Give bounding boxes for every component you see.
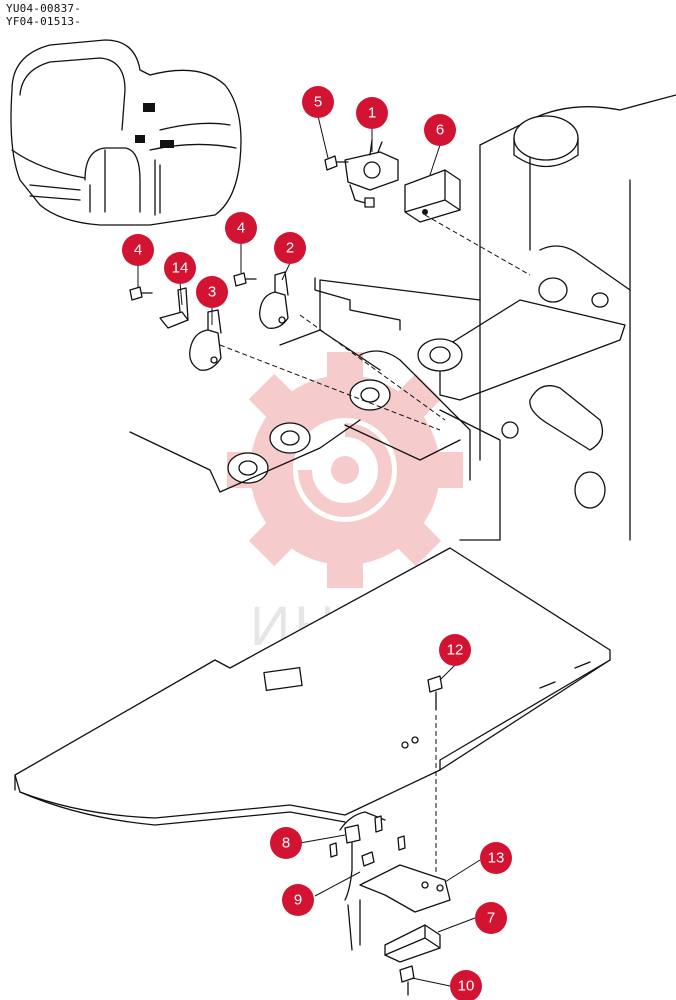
callout-6[interactable]: 6	[424, 114, 456, 146]
callout-10-label: 10	[458, 978, 475, 995]
callout-13[interactable]: 13	[480, 842, 512, 874]
callout-2[interactable]: 2	[274, 232, 306, 264]
serial-range-line-2: YF04-01513-	[6, 15, 82, 28]
callout-12[interactable]: 12	[439, 634, 471, 666]
callout-9-label: 9	[294, 892, 302, 909]
callout-13-label: 13	[488, 850, 505, 867]
callout-5-label: 5	[314, 94, 322, 111]
watermark-gear-tooth	[248, 512, 303, 567]
callout-9[interactable]: 9	[282, 884, 314, 916]
callout-8[interactable]: 8	[270, 827, 302, 859]
callout-6-label: 6	[436, 122, 444, 139]
watermark-gear-icon	[227, 352, 463, 588]
callout-7[interactable]: 7	[475, 902, 507, 934]
callout-1[interactable]: 1	[356, 97, 388, 129]
floor-plate	[14, 547, 611, 826]
callout-12-label: 12	[447, 642, 464, 659]
callout-4b[interactable]: 4	[225, 212, 257, 244]
watermark-gear-tooth	[423, 452, 463, 488]
callout-8-label: 8	[282, 835, 290, 852]
callout-7-label: 7	[487, 910, 495, 927]
serial-range-line-1: YU04-00837-	[6, 2, 82, 15]
callout-4a-label: 4	[134, 242, 142, 259]
callout-5[interactable]: 5	[302, 86, 334, 118]
watermark-gear-tooth	[248, 373, 303, 428]
watermark-gear-tooth	[387, 512, 442, 567]
boom-bracket-assembly	[129, 94, 676, 541]
horn-relay-parts	[129, 139, 531, 431]
callout-2-label: 2	[286, 240, 294, 257]
callout-3-label: 3	[208, 284, 216, 301]
callout-10[interactable]: 10	[450, 970, 482, 1000]
cabin-top-view	[10, 39, 242, 226]
callout-1-label: 1	[368, 105, 376, 122]
callout-4a[interactable]: 4	[122, 234, 154, 266]
callout-4b-label: 4	[237, 220, 245, 237]
switch-bracket-parts	[329, 675, 451, 996]
callout-3[interactable]: 3	[196, 276, 228, 308]
callout-14-label: 14	[172, 260, 189, 277]
watermark-gear-tooth	[327, 548, 363, 588]
callout-leader-lines	[137, 115, 481, 987]
callout-14[interactable]: 14	[164, 252, 196, 284]
